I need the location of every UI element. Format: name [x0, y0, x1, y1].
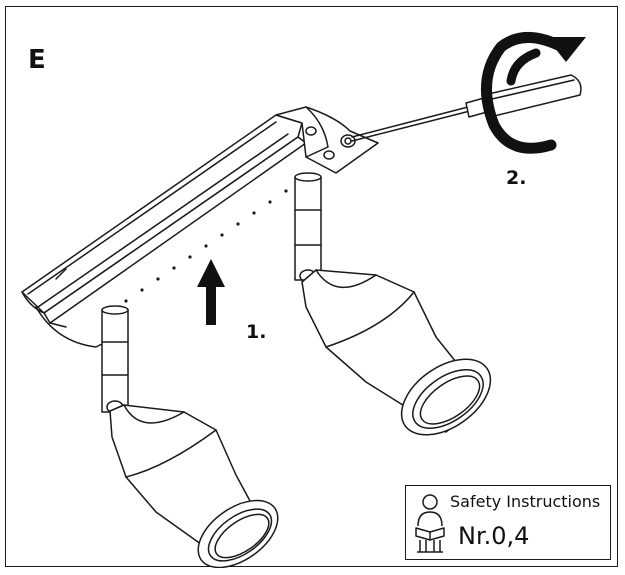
step-letter: E	[28, 45, 46, 75]
rail-holes	[124, 189, 288, 303]
assembly-illustration	[21, 32, 586, 568]
screwdriver-icon	[351, 74, 582, 142]
ceiling-rail	[21, 114, 307, 348]
diagram-frame: E	[5, 6, 618, 568]
safety-instructions-box: Safety Instructions Nr.0,4	[405, 485, 611, 560]
person-reading-manual-icon	[415, 494, 445, 553]
rotation-arrow-icon	[480, 32, 586, 154]
safety-title: Safety Instructions	[450, 492, 601, 511]
safety-reference-number: Nr.0,4	[458, 522, 530, 550]
spotlight-left	[101, 305, 279, 568]
spotlight-right	[294, 172, 492, 436]
up-arrow-icon	[197, 259, 225, 325]
rail-end-block	[275, 106, 379, 174]
callout-step-1: 1.	[246, 321, 267, 343]
callout-step-2: 2.	[506, 167, 527, 189]
